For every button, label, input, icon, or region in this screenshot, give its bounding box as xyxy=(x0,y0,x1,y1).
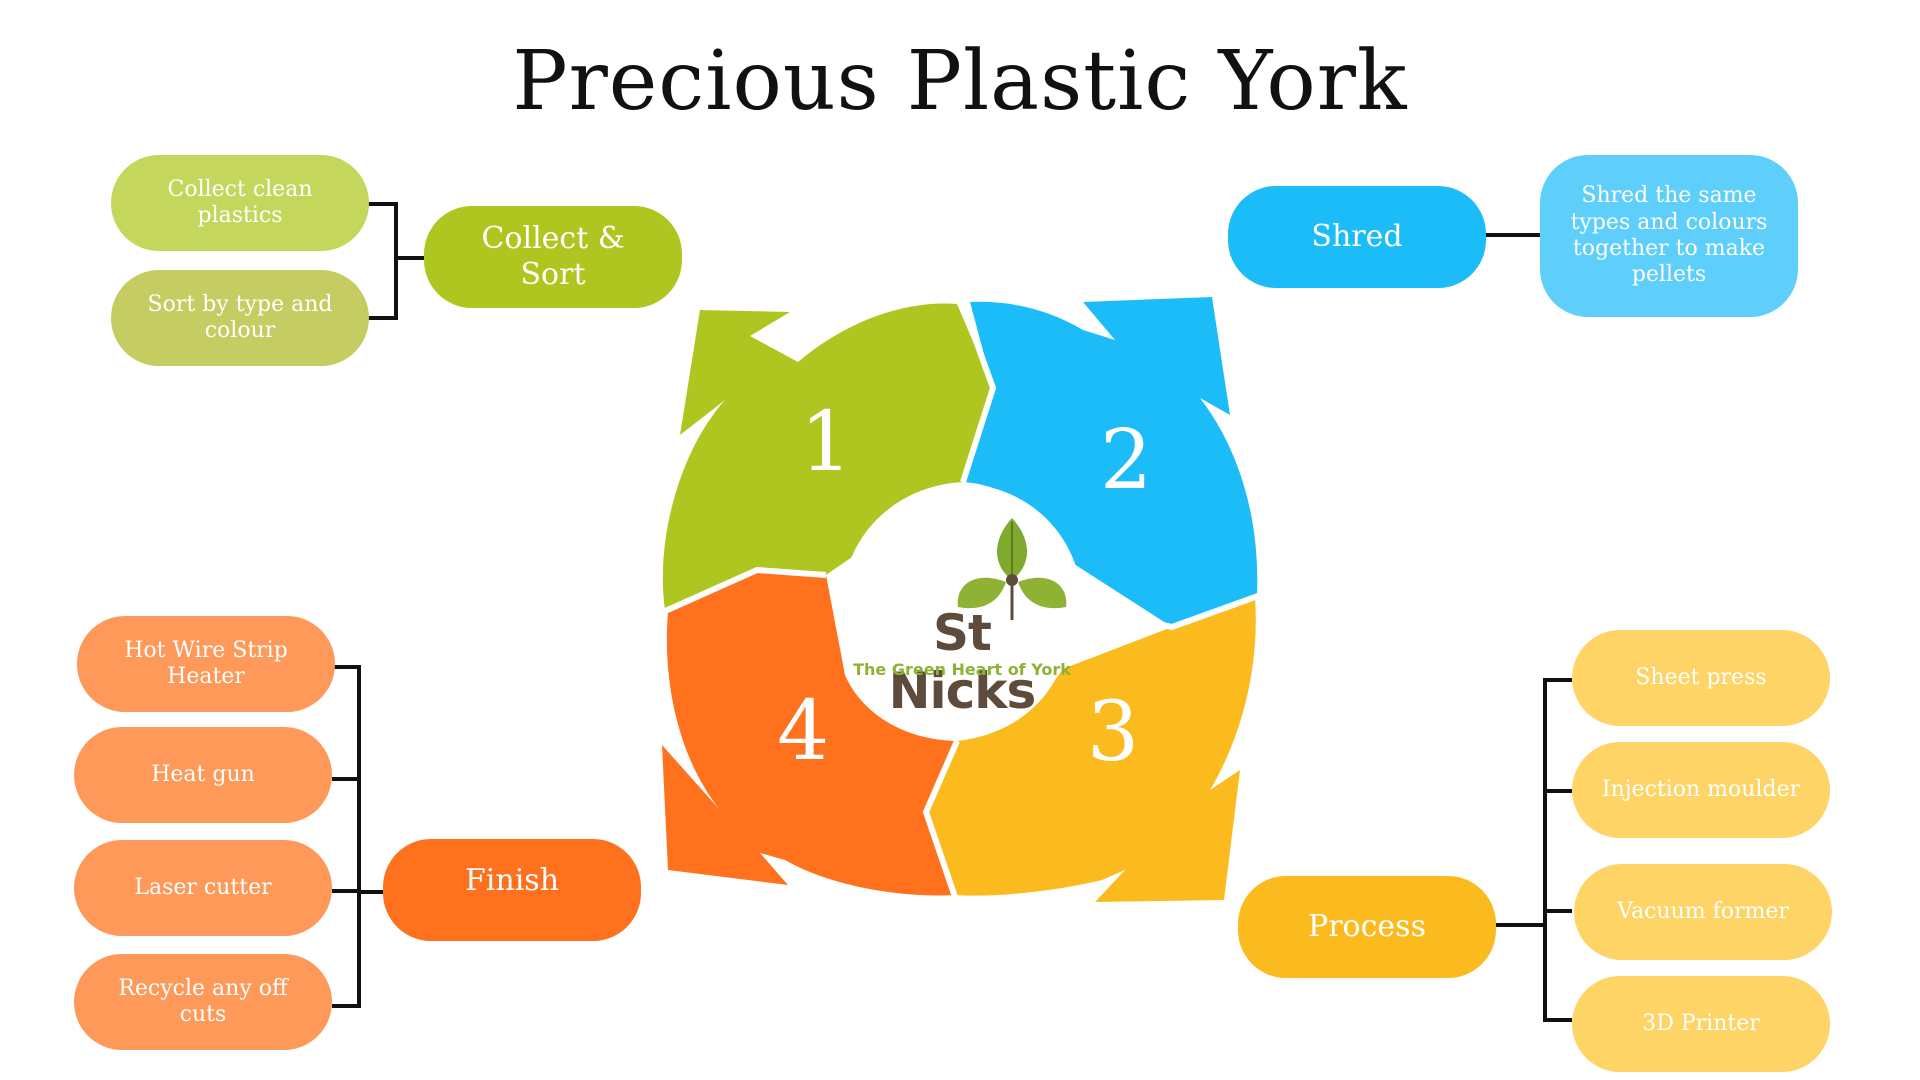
page-title: Precious Plastic York xyxy=(512,34,1408,129)
connector-collect xyxy=(368,202,424,320)
segment-separators xyxy=(661,300,1260,898)
arrow-step-1 xyxy=(662,303,993,610)
subitem-recycle-offcuts: Recycle any off cuts xyxy=(74,954,332,1050)
subitem-vacuum-former: Vacuum former xyxy=(1574,864,1832,960)
subitem-3d-printer: 3D Printer xyxy=(1572,976,1830,1072)
subitem-hot-wire: Hot Wire Strip Heater xyxy=(77,616,335,712)
arrow-step-4 xyxy=(662,570,957,896)
subitem-collect-clean: Collect clean plastics xyxy=(111,155,369,251)
subitem-injection-moulder: Injection moulder xyxy=(1572,742,1830,838)
logo-name: St Nicks xyxy=(888,604,1037,720)
logo-tagline: The Green Heart of York xyxy=(853,660,1071,679)
step-finish: Finish xyxy=(383,839,641,941)
subitem-sheet-press: Sheet press xyxy=(1572,630,1830,726)
step-shred: Shred xyxy=(1228,186,1486,288)
step-number-4: 4 xyxy=(777,684,830,779)
subitem-laser-cutter: Laser cutter xyxy=(74,840,332,936)
subitem-heat-gun: Heat gun xyxy=(74,727,332,823)
step-process: Process xyxy=(1238,876,1496,978)
step-number-2: 2 xyxy=(1100,413,1153,508)
connector-finish xyxy=(332,665,386,1008)
subitem-sort-type: Sort by type and colour xyxy=(111,270,369,366)
step-collect-sort: Collect & Sort xyxy=(424,206,682,308)
arrow-step-2 xyxy=(963,297,1258,627)
leaf-icon xyxy=(957,518,1067,620)
step-number-1: 1 xyxy=(800,395,853,490)
arrow-step-3 xyxy=(926,598,1256,902)
step-number-3: 3 xyxy=(1087,685,1140,780)
subitem-shred-pellets: Shred the same types and colours togethe… xyxy=(1540,155,1798,317)
connector-process xyxy=(1494,678,1572,1022)
